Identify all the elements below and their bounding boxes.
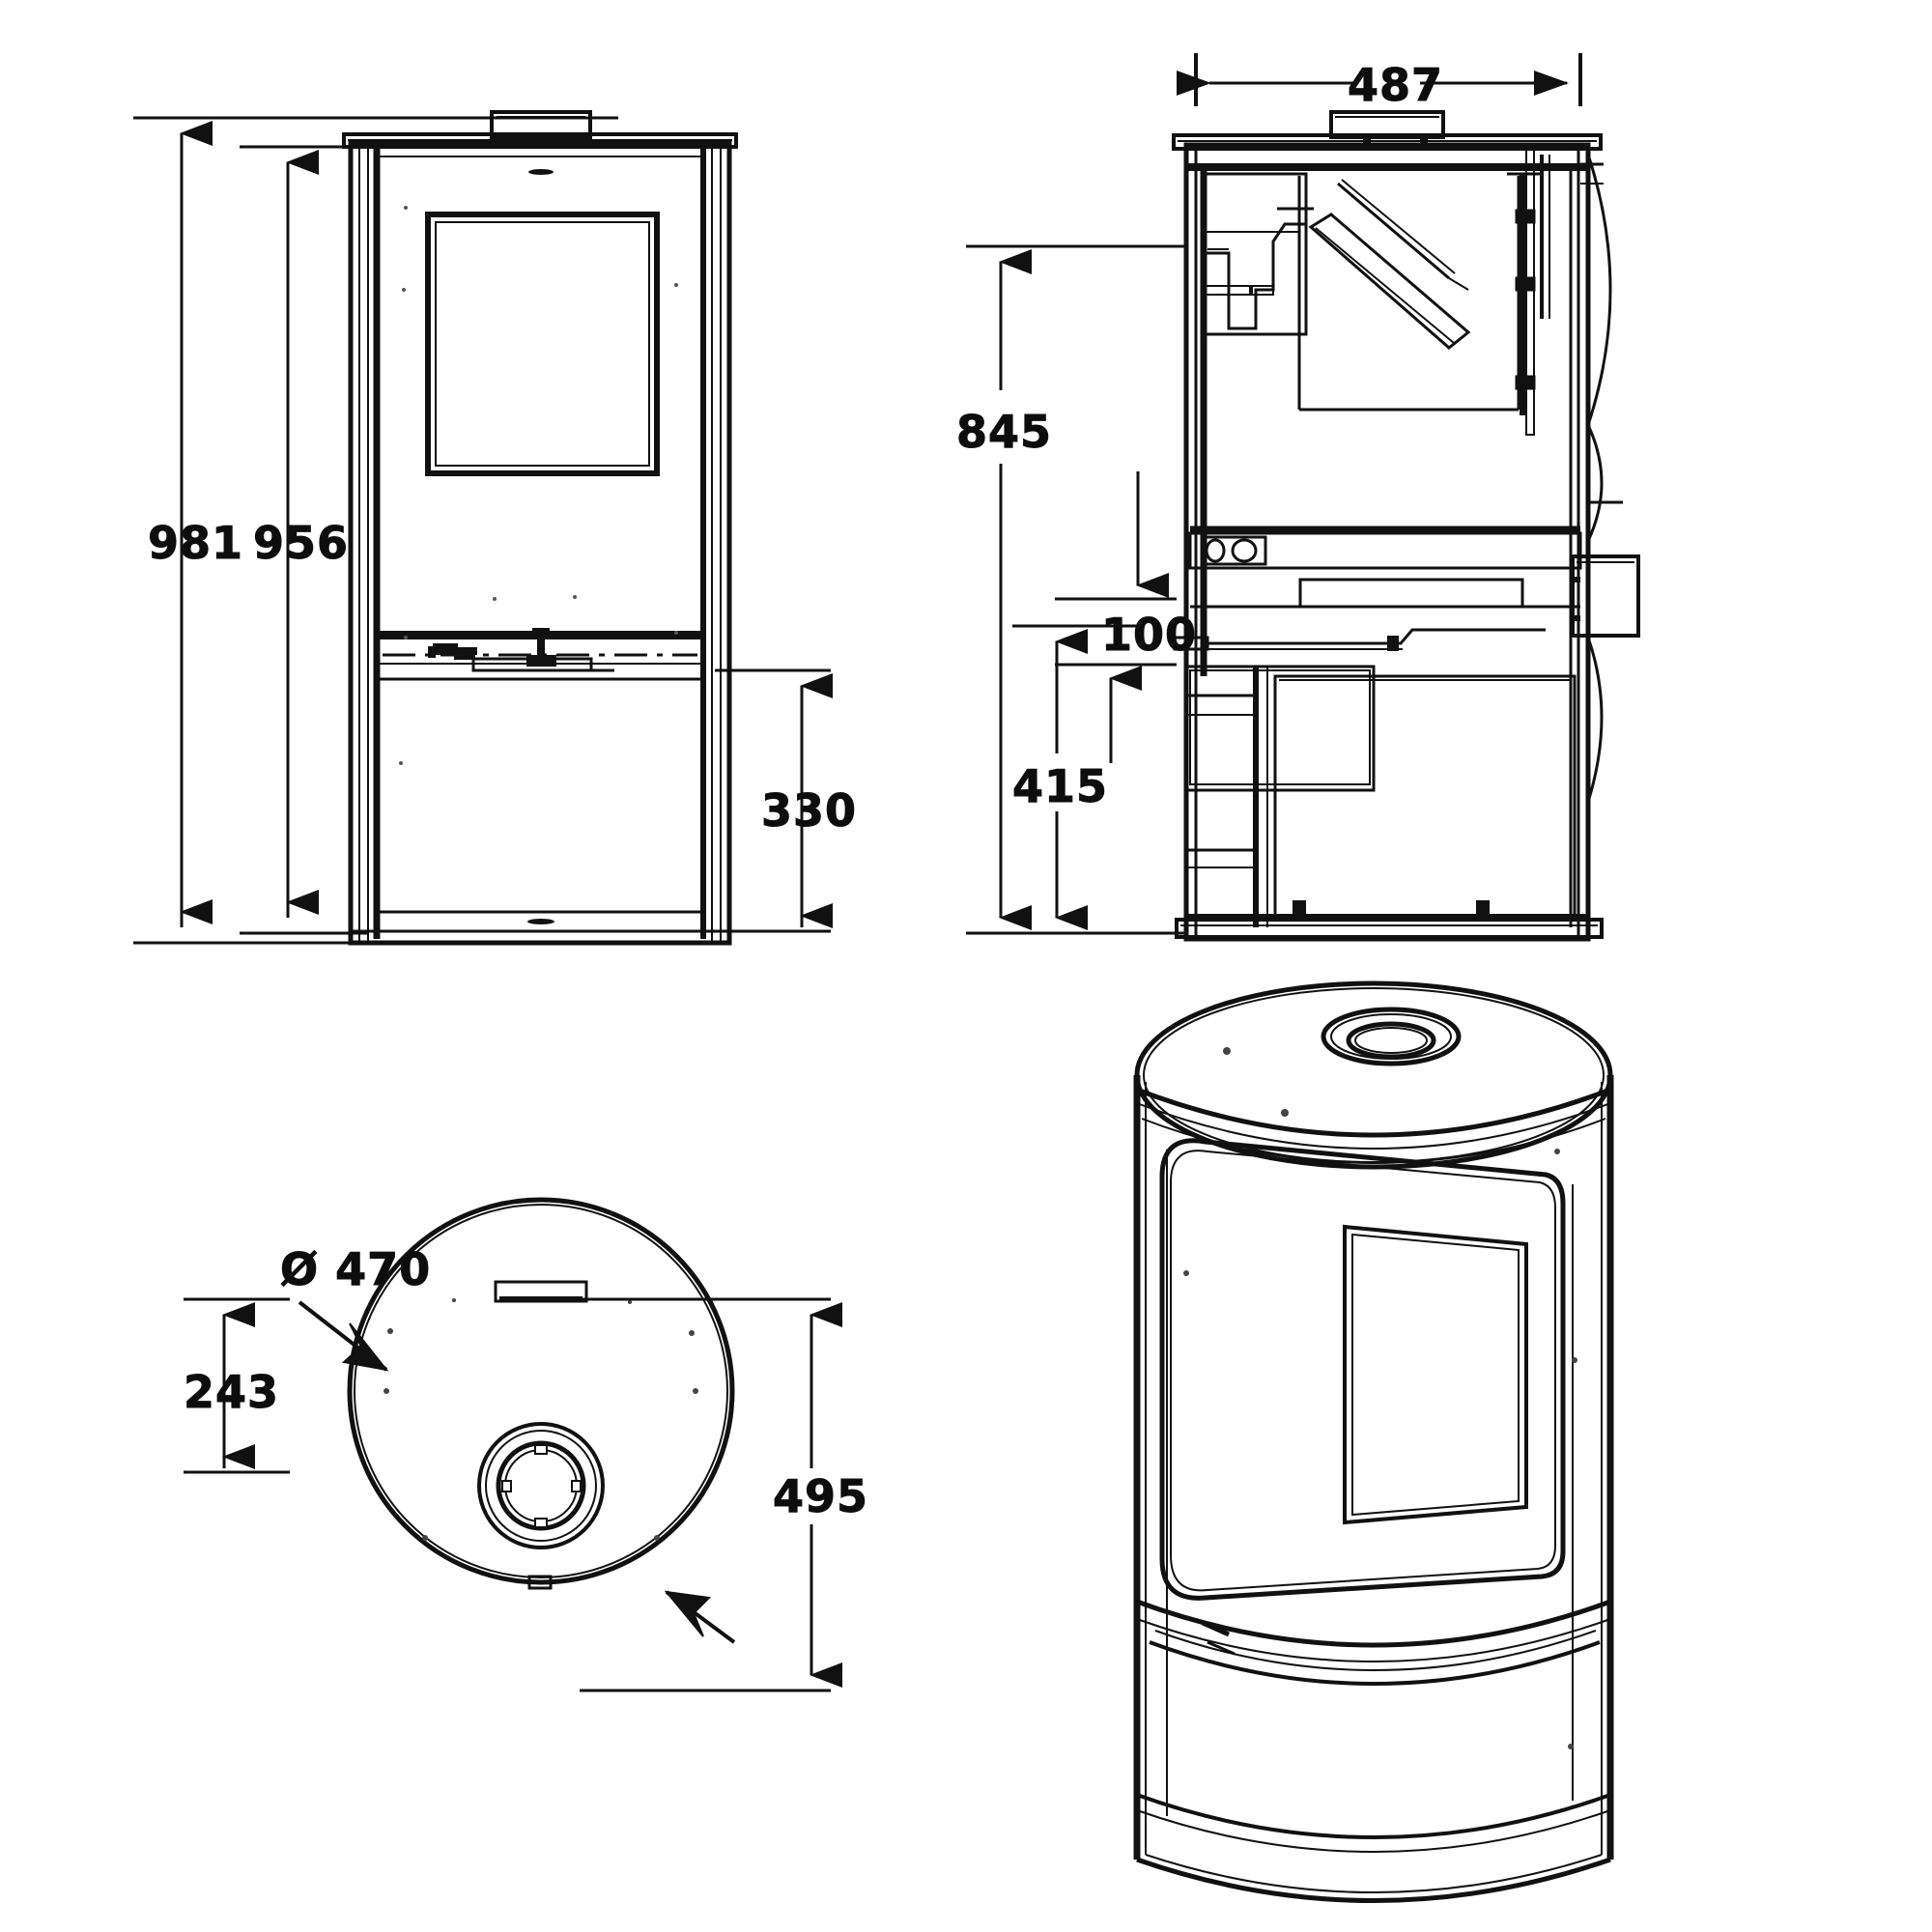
dimension-diameter-470 — [298, 1300, 389, 1372]
dimension-487-label: 487 — [1348, 59, 1443, 111]
dimension-415 — [1012, 624, 1140, 935]
dimension-845 — [966, 244, 1186, 935]
dimension-330 — [715, 668, 833, 933]
dimension-100-label: 100 — [1101, 609, 1197, 661]
front-elevation-view — [342, 110, 738, 946]
dimension-243-label: 243 — [184, 1366, 279, 1418]
dimension-495-label: 495 — [773, 1470, 868, 1522]
dimension-diameter-470-label: Ø 470 — [280, 1243, 431, 1295]
dimension-487 — [1177, 53, 1582, 106]
dimension-243 — [184, 1297, 290, 1474]
dimension-415-label: 415 — [1012, 760, 1108, 812]
dimension-981 — [133, 116, 618, 945]
dimension-981-label: 981 — [148, 517, 243, 569]
plan-view — [347, 1197, 736, 1644]
side-section-view — [1172, 110, 1640, 942]
dimension-100 — [1055, 471, 1177, 763]
dimension-495 — [580, 1297, 842, 1692]
dimension-330-label: 330 — [761, 784, 857, 837]
dimension-956 — [240, 145, 367, 935]
dimension-956-label: 956 — [253, 517, 349, 569]
perspective-view — [1133, 980, 1614, 1903]
dimension-845-label: 845 — [956, 406, 1052, 458]
